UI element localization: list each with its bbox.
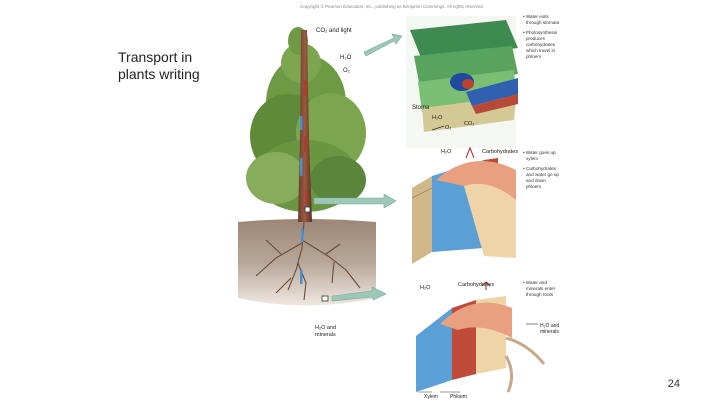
- root-note-line: minerals enter: [526, 286, 556, 291]
- root-carbohydrates-label: Carbohydrates: [458, 282, 494, 288]
- leaf-note-line: phloem: [526, 54, 541, 59]
- o2-label: O₂: [343, 68, 351, 74]
- page-number: 24: [640, 378, 680, 390]
- h2o-minerals-label: H₂O and: [315, 325, 336, 331]
- root-h2o-minerals-label-2: minerals: [540, 329, 559, 335]
- leaf-note-line: through stomata: [526, 20, 560, 25]
- leaf-note-line: • Water exits: [523, 14, 549, 19]
- h2o-minerals-label-2: minerals: [315, 332, 336, 338]
- leaf-h2o-label: H₂O: [432, 115, 443, 121]
- stem-cross-section: [406, 148, 516, 274]
- soil: [238, 219, 376, 306]
- leaf-note-line: carbohydrates: [526, 42, 556, 47]
- xylem-label: Xylem: [424, 394, 438, 400]
- stem-note-line: xylem: [526, 156, 538, 161]
- root-h2o-label: H₂O: [420, 285, 431, 291]
- stem-carbohydrates-label: Carbohydrates: [482, 149, 518, 155]
- slide-title: Transport in plants writing: [118, 49, 228, 83]
- root-notes: • Water and minerals enter through roots: [523, 280, 556, 297]
- stoma-label: Stoma: [412, 105, 430, 111]
- leaf-co2-label: CO₂: [464, 121, 474, 127]
- root-note-line: through roots: [526, 292, 554, 297]
- root-cross-section: [406, 278, 544, 392]
- root-section-marker: [322, 296, 328, 301]
- leaf-o2-label: O₂: [445, 125, 451, 131]
- stem-note-line: • Water goes up: [523, 150, 556, 155]
- leaf-note-line: • Photosynthesis: [523, 30, 558, 35]
- stem-h2o-label: H₂O: [441, 149, 452, 155]
- stem-notes: • Water goes up xylem • Carbohydrates an…: [523, 150, 559, 189]
- leaf-notes: • Water exits through stomata • Photosyn…: [523, 14, 560, 59]
- stem-note-line: and water go up: [526, 172, 559, 177]
- stem-note-line: and down: [526, 178, 546, 183]
- plant-transport-figure: CO₂ and light H₂O O₂ H₂O and minerals St…: [236, 8, 566, 400]
- co2-light-label: CO₂ and light: [316, 28, 352, 34]
- stem-section-marker: [305, 207, 310, 212]
- stem-note-line: • Carbohydrates: [523, 166, 557, 171]
- phloem-label: Phloem: [450, 394, 467, 400]
- root-note-line: • Water and: [523, 280, 547, 285]
- leaf-note-line: which travel in: [526, 48, 556, 53]
- leaf-cross-section: [406, 16, 518, 148]
- h2o-label: H₂O: [340, 55, 352, 61]
- stem-note-line: phloem: [526, 184, 541, 189]
- leaf-note-line: produces: [526, 36, 546, 41]
